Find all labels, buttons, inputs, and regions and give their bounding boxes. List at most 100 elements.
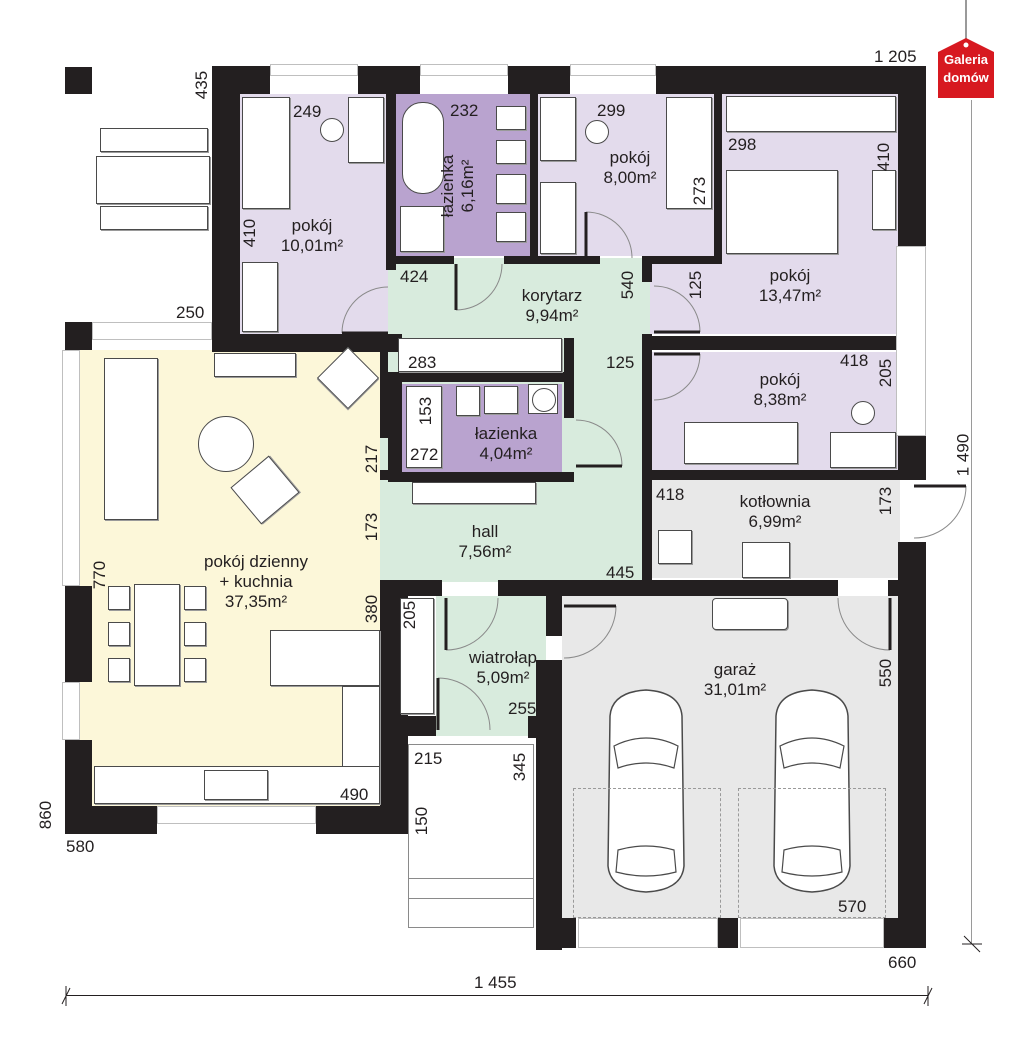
dimension-label: 418 xyxy=(840,351,869,370)
wall xyxy=(888,580,926,596)
outdoor-table xyxy=(96,156,210,204)
shower-tray xyxy=(406,386,442,468)
kitchen-island xyxy=(270,630,380,686)
dimension-label: 1 455 xyxy=(474,973,517,992)
dining-chair xyxy=(184,658,206,682)
dimension-label: 217 xyxy=(362,444,382,474)
window xyxy=(570,64,656,76)
dimension-label: 490 xyxy=(340,785,369,804)
dining-chair xyxy=(108,658,130,682)
wall xyxy=(65,806,157,834)
bathtub-icon xyxy=(402,102,444,194)
wall xyxy=(642,470,926,480)
wardrobe xyxy=(398,338,562,372)
wall xyxy=(530,94,538,264)
kitchen-counter xyxy=(342,686,380,768)
wall xyxy=(656,66,926,94)
sink-icon xyxy=(742,542,790,578)
door-arc xyxy=(653,352,701,401)
bench xyxy=(412,482,536,504)
lawnmower-icon xyxy=(712,598,788,630)
dining-chair xyxy=(108,622,130,646)
wall xyxy=(212,66,240,350)
dimension-label: 153 xyxy=(416,396,436,426)
wall xyxy=(388,716,436,736)
dimension-label: 445 xyxy=(606,563,635,582)
dimension-label: 1 490 xyxy=(953,433,973,477)
dimension-label: 540 xyxy=(618,270,638,300)
window xyxy=(740,918,884,948)
logo-line-2: domów xyxy=(943,70,989,85)
sink-icon xyxy=(484,386,518,414)
dimension-line-horizontal xyxy=(66,995,928,996)
door-arc xyxy=(584,211,633,259)
window xyxy=(62,350,80,586)
dimension-label: 173 xyxy=(876,486,896,516)
wall xyxy=(718,918,738,948)
wall xyxy=(380,470,388,480)
logo-tag-icon xyxy=(938,38,994,98)
cabinet xyxy=(540,182,576,254)
car-icon xyxy=(773,689,851,893)
galeria-domow-logo[interactable]: Galeria domów xyxy=(936,36,996,100)
boiler-icon xyxy=(658,530,692,564)
dimension-label: 173 xyxy=(362,512,382,542)
wall xyxy=(642,334,652,584)
door-arc xyxy=(341,286,389,335)
double-bed xyxy=(726,170,838,254)
door-arc xyxy=(837,597,892,651)
window xyxy=(157,806,316,824)
wall xyxy=(536,918,576,948)
dimension-label: 125 xyxy=(686,270,706,300)
step-line xyxy=(408,878,534,879)
wall xyxy=(898,542,926,948)
wall xyxy=(386,256,454,264)
chair-icon xyxy=(320,118,344,142)
dimension-label: 418 xyxy=(656,485,685,504)
logo-string xyxy=(965,0,967,40)
parking-zone xyxy=(738,788,886,918)
step-line xyxy=(408,898,534,899)
dimension-tick xyxy=(923,986,933,1006)
bed xyxy=(666,97,712,209)
wall xyxy=(380,580,442,596)
dimension-label: 232 xyxy=(450,101,479,120)
wall xyxy=(652,256,722,264)
dimension-tick xyxy=(962,935,982,953)
dimension-label: 283 xyxy=(408,353,437,372)
dining-chair xyxy=(184,586,206,610)
wall xyxy=(498,580,838,596)
wall xyxy=(212,334,402,352)
dryer-icon xyxy=(496,212,526,242)
sink-icon xyxy=(204,770,268,800)
dimension-label: 299 xyxy=(597,101,626,120)
sofa xyxy=(684,422,798,464)
bed xyxy=(242,97,290,209)
wardrobe xyxy=(348,97,384,163)
wall xyxy=(536,660,562,950)
dimension-label: 380 xyxy=(362,594,382,624)
wall xyxy=(898,66,926,246)
parking-zone xyxy=(573,788,721,918)
window xyxy=(92,322,212,340)
outdoor-bench xyxy=(100,128,208,152)
window xyxy=(896,246,926,436)
room-korytarz xyxy=(388,258,650,338)
dimension-label: 205 xyxy=(876,358,896,388)
window xyxy=(578,918,718,948)
wall xyxy=(714,94,722,264)
door-arc xyxy=(444,597,499,651)
wall xyxy=(642,256,652,282)
shower-icon xyxy=(400,206,444,252)
toilet-icon xyxy=(456,386,480,416)
wall xyxy=(386,94,396,270)
wall xyxy=(388,372,402,480)
tv-cabinet xyxy=(872,170,896,230)
